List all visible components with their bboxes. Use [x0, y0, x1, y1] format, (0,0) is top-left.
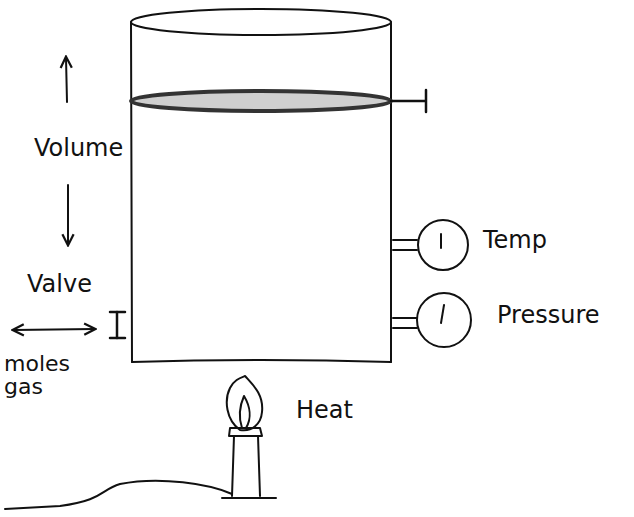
flame	[227, 376, 262, 430]
gauge-pipe	[393, 317, 417, 319]
gas-label: moles gas	[4, 352, 82, 398]
heat-label: Heat	[296, 398, 396, 423]
cylinder-wall	[131, 22, 132, 362]
valve-symbol	[110, 337, 125, 340]
gas-hose	[5, 481, 232, 509]
temperature-gauge	[418, 220, 468, 270]
valve-symbol	[110, 311, 125, 314]
burner-head	[229, 428, 262, 436]
gauge-pipe	[393, 239, 417, 241]
cylinder-bottom	[132, 360, 391, 362]
valve-label: Valve	[27, 272, 127, 297]
volume-label: Volume	[34, 136, 164, 161]
volume-arrow	[66, 58, 67, 102]
pressure-label: Pressure	[497, 303, 629, 328]
flow-arrow	[14, 329, 94, 330]
burner-stand	[232, 436, 234, 496]
gauge-pipe	[393, 249, 417, 251]
gauge-pipe	[393, 327, 417, 329]
gauge-needle	[440, 234, 442, 248]
pressure-gauge	[417, 293, 471, 347]
burner-base	[222, 497, 276, 499]
piston	[131, 91, 391, 111]
volume-arrow	[67, 185, 69, 244]
gauge-needle	[441, 305, 444, 323]
piston-handle	[391, 100, 425, 103]
cylinder-wall	[390, 22, 392, 362]
burner-stand	[258, 436, 260, 496]
piston-handle	[425, 90, 428, 112]
flame	[240, 396, 250, 428]
temperature-label: Temp	[483, 228, 603, 253]
valve-symbol	[116, 312, 119, 338]
cylinder-top	[131, 9, 391, 35]
